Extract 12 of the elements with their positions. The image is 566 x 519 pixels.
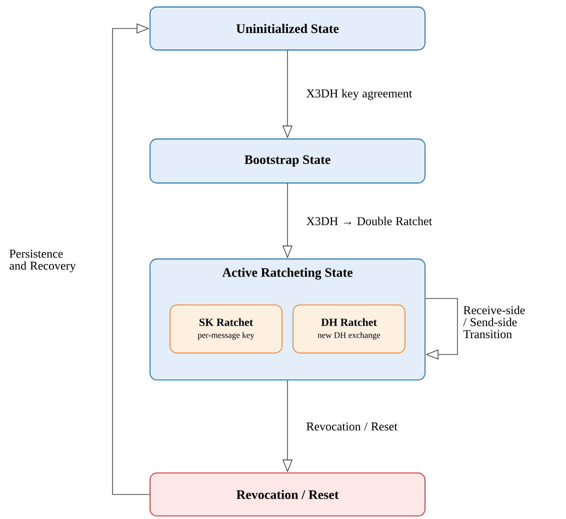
state-box: Revocation / Reset	[150, 472, 426, 516]
edge-label: Revocation / Reset	[306, 422, 398, 430]
state-box: Bootstrap State	[150, 138, 426, 184]
ratchet-box: SK Ratchet per-message key	[170, 304, 282, 354]
arrow	[112, 23, 150, 495]
edge-label: X3DH key agreement	[306, 89, 412, 100]
edge-label: Receive-side / Send-side Transition	[463, 306, 525, 338]
edge-label: Persistence and Recovery	[10, 250, 76, 272]
edge-label: X3DH → Double Ratchet	[306, 216, 432, 226]
arrow	[425, 298, 458, 360]
state-box: Uninitialized State	[150, 6, 426, 50]
ratchet-box: DH Ratchet new DH exchange	[292, 304, 406, 354]
